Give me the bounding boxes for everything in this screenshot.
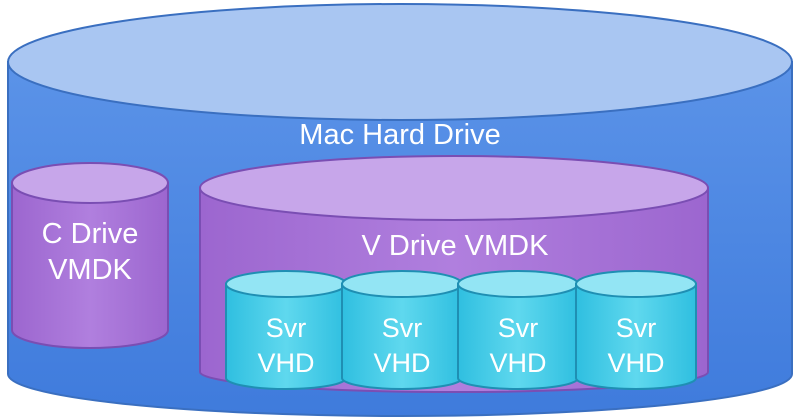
server-vhd-cylinder: [575, 270, 697, 390]
server-vhd-label: Svr VHD: [373, 313, 431, 379]
server-vhd-label: Svr VHD: [607, 313, 665, 379]
server-vhd-label: Svr VHD: [257, 313, 315, 379]
server-vhd-top: [341, 270, 463, 298]
c-drive-cylinder: [11, 162, 169, 349]
c-drive-label: C Drive VMDK: [41, 218, 139, 287]
mac-drive-top: [7, 3, 793, 121]
server-vhd-cylinder: [457, 270, 579, 390]
server-vhd-top: [575, 270, 697, 298]
server-vhd-cylinder: [341, 270, 463, 390]
server-vhd-top: [225, 270, 347, 298]
server-vhd-label: Svr VHD: [489, 313, 547, 379]
mac-hard-drive-label: Mac Hard Drive: [299, 119, 501, 151]
c-drive-top: [11, 162, 169, 204]
c-drive-body: [11, 182, 169, 349]
v-drive-label: V Drive VMDK: [361, 230, 549, 262]
v-drive-top: [199, 155, 709, 221]
server-vhd-top: [457, 270, 579, 298]
server-vhd-body: [575, 283, 697, 390]
server-vhd-body: [457, 283, 579, 390]
